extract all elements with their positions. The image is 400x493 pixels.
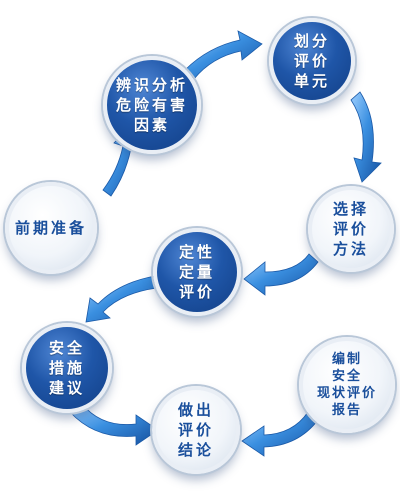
arrow-divide-to-select — [350, 91, 382, 183]
node-measures: 安全 措施 建议 — [22, 323, 112, 413]
node-divide-label: 划分 评价 单元 — [293, 32, 330, 90]
node-select: 选择 评价 方法 — [308, 186, 394, 272]
arrow-identify-to-divide — [184, 30, 263, 80]
node-conclusion: 做出 评价 结论 — [152, 386, 240, 474]
node-qualitative-label: 定性 定量 评价 — [178, 243, 215, 301]
node-qualitative: 定性 定量 评价 — [153, 228, 241, 316]
arrow-qualitative-to-measures — [85, 275, 158, 323]
node-divide: 划分 评价 单元 — [269, 18, 355, 104]
arrow-report-to-conclusion — [241, 411, 319, 457]
node-identify: 辨识分析 危险有害 因素 — [103, 56, 201, 154]
node-conclusion-label: 做出 评价 结论 — [177, 401, 214, 459]
node-prep: 前期准备 — [5, 182, 97, 274]
node-prep-label: 前期准备 — [14, 219, 87, 237]
arrow-measures-to-conclusion — [69, 403, 159, 446]
node-report: 编制 安全 现状评价 报告 — [299, 337, 395, 433]
node-measures-label: 安全 措施 建议 — [48, 339, 85, 397]
node-report-label: 编制 安全 现状评价 报告 — [316, 352, 377, 418]
node-select-label: 选择 评价 方法 — [332, 200, 369, 258]
arrow-select-to-qualitative — [243, 253, 319, 296]
node-identify-label: 辨识分析 危险有害 因素 — [115, 76, 188, 134]
